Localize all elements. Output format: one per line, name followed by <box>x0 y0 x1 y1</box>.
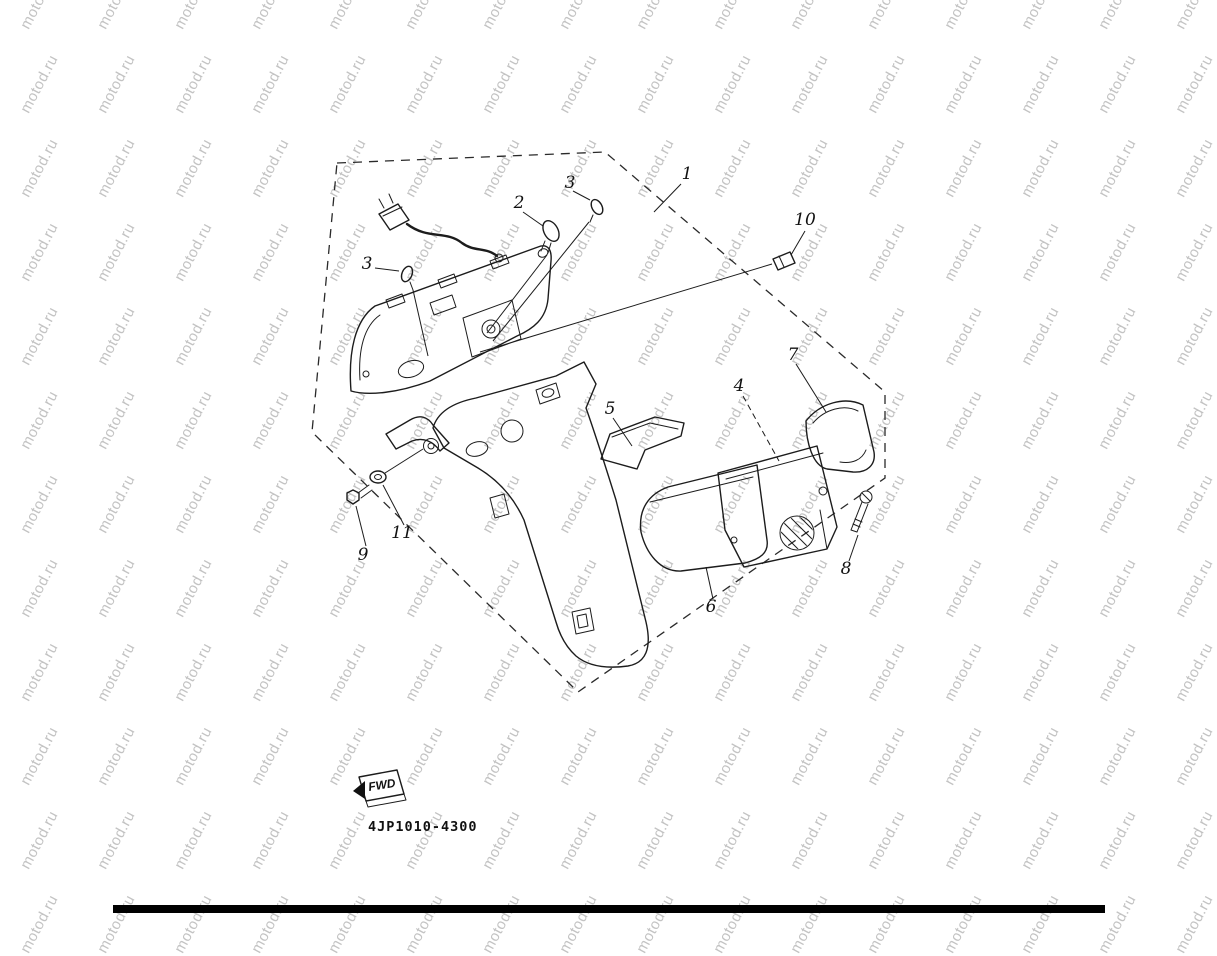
bolt-9 <box>346 484 373 547</box>
callout-10: 10 <box>794 210 816 230</box>
clip-10 <box>479 230 806 353</box>
fender-tab <box>535 382 561 405</box>
screw-8 <box>848 490 873 562</box>
wiring-connector <box>378 193 504 263</box>
fwd-direction-tag: FWD <box>353 769 407 808</box>
trim-cover-7 <box>795 363 875 473</box>
leader-6 <box>705 566 714 600</box>
cover-slot <box>429 294 457 316</box>
callout-11: 11 <box>391 523 413 543</box>
leader-3-left <box>374 267 400 272</box>
leader-11 <box>382 484 405 526</box>
leader-4 <box>742 395 780 462</box>
callout-3b: 3 <box>362 254 373 274</box>
cover-tab <box>489 254 510 270</box>
exploded-parts-diagram: FWD 4JP1010-4300 1 2 3 3 4 5 6 7 8 9 10 … <box>311 151 886 835</box>
callout-2: 2 <box>513 193 525 213</box>
callout-5: 5 <box>605 399 616 419</box>
leader-10 <box>790 230 806 256</box>
inner-fender <box>432 361 649 668</box>
leader-9 <box>355 505 367 547</box>
bracket-5 <box>600 416 685 470</box>
taillight-body-4 <box>717 395 838 568</box>
leader-7 <box>795 363 827 413</box>
upper-cover <box>349 245 552 395</box>
reflector <box>779 515 815 551</box>
bulb-2 <box>486 211 560 334</box>
catalog-page: { "watermark": { "text": "motod.ru" }, "… <box>17 0 1217 956</box>
bulb-housing <box>462 299 522 358</box>
mount-bracket-arm <box>385 416 450 454</box>
washer-11 <box>369 448 424 526</box>
callout-6: 6 <box>706 597 717 617</box>
bulb-3-top <box>492 190 604 342</box>
leader-3-top <box>572 190 591 201</box>
callout-7: 7 <box>788 345 799 365</box>
assembly-boundary-dashed <box>311 151 886 693</box>
leader-5 <box>612 417 633 447</box>
cover-oval-hole <box>397 359 425 379</box>
part-code: 4JP1010-4300 <box>368 819 478 835</box>
leader-1 <box>653 183 682 213</box>
cover-tab <box>385 293 406 309</box>
bulb-3-left <box>374 265 429 357</box>
callout-4: 4 <box>733 376 745 396</box>
cable-socket <box>494 253 504 263</box>
callout-8: 8 <box>841 559 852 579</box>
callout-3a: 3 <box>565 173 576 193</box>
callout-9: 9 <box>358 545 369 565</box>
fwd-arrow-icon <box>353 781 365 799</box>
leader-8 <box>848 534 859 562</box>
fwd-label: FWD <box>367 776 397 794</box>
taillight-lens-6 <box>639 464 768 600</box>
bottom-edge-bar <box>113 905 1105 913</box>
cover-tab <box>437 273 458 289</box>
leader-2 <box>522 211 544 227</box>
callout-1: 1 <box>682 164 693 184</box>
